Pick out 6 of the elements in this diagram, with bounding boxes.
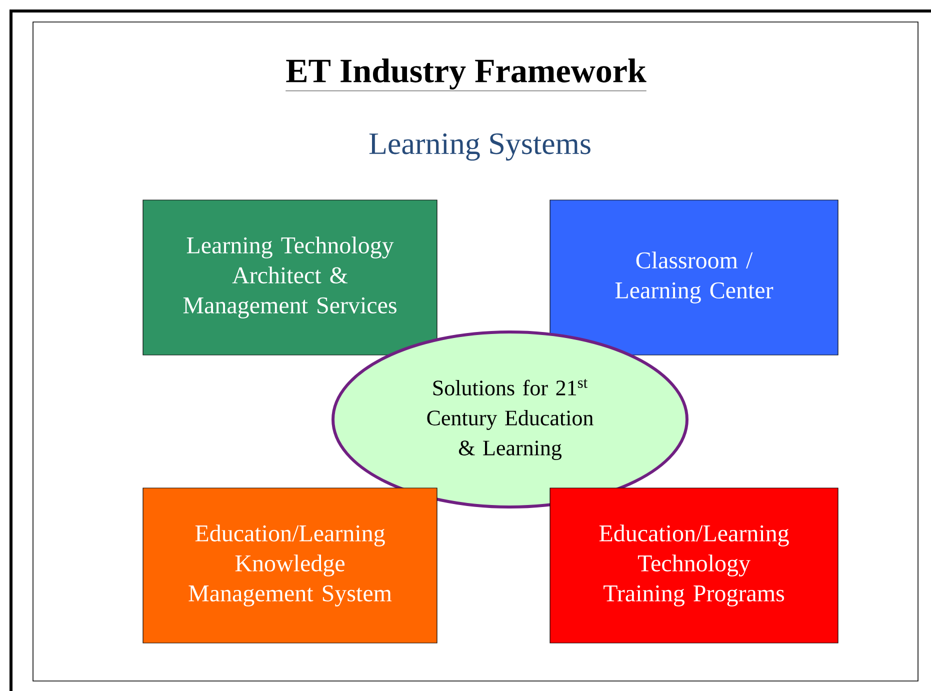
process-box: Classroom / Learning Center [550,200,838,356]
process-box: Learning Technology Architect & Management Services [142,200,438,356]
process-box: Education/Learning Technology Training Programs [550,488,838,644]
process-box: Education/Learning Knowledge Management System [142,488,438,644]
subtitle: Learning Systems [369,133,590,161]
title: ET Industry Framework [285,58,647,92]
